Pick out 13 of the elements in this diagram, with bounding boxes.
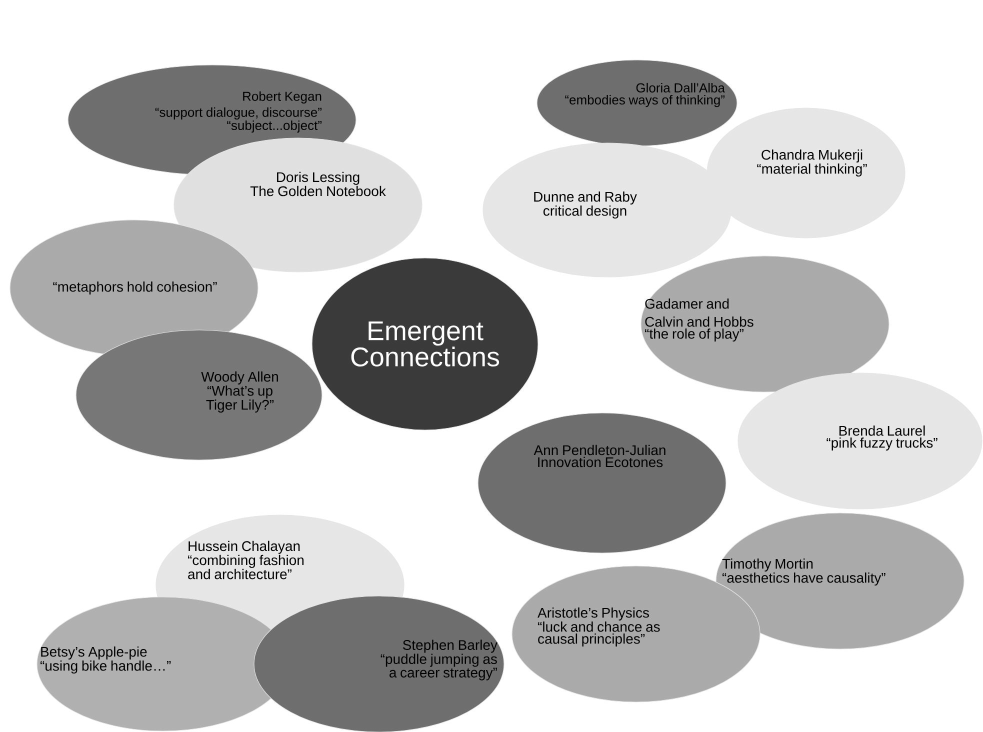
ellipse-node: Stephen Barley “puddle jumping as a career strategy”: [254, 596, 504, 732]
ellipse-node: “metaphors hold cohesion”: [10, 220, 258, 356]
ellipse-node: Dunne and Raby critical design: [482, 142, 732, 278]
ellipse-node: Brenda Laurel “pink fuzzy trucks”: [738, 372, 982, 510]
ellipse-node: Gadamer and Calvin and Hobbs “the role of play”: [640, 256, 890, 392]
ellipse-node: Betsy’s Apple-pie “using bike handle…”: [36, 596, 290, 732]
ellipse-node: Emergent Connections: [312, 258, 538, 430]
ellipse-node: Gloria Dall’Alba “embodies ways of thinking”: [536, 60, 738, 146]
ellipse-node: Chandra Mukerji “material thinking”: [706, 108, 906, 238]
ellipse-node: Doris Lessing The Golden Notebook: [174, 138, 422, 272]
ellipse-node: Ann Pendleton-Julian Innovation Ecotones: [478, 412, 726, 554]
ellipse-node: Timothy Mortin “aesthetics have causality”: [716, 512, 964, 650]
ellipse-node: Woody Allen “What’s up Tiger Lily?”: [76, 330, 322, 460]
